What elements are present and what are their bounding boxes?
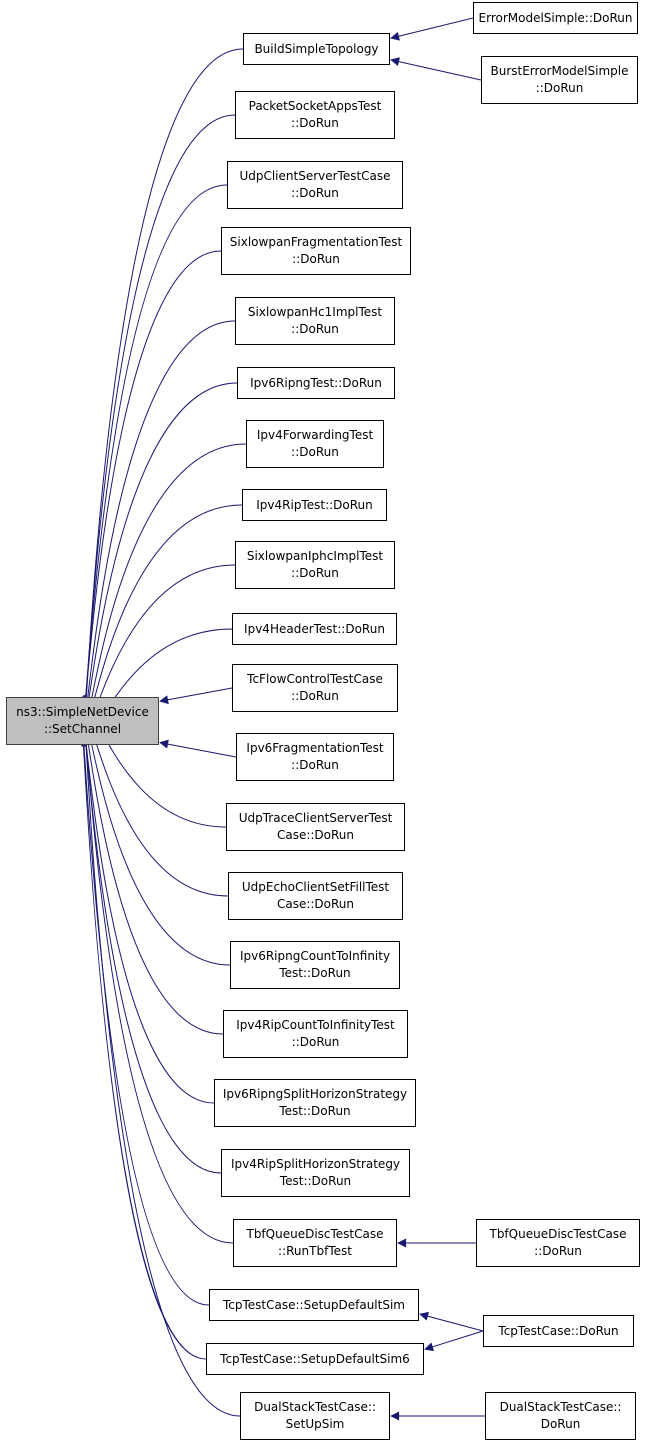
node-v6rip[interactable]: Ipv6RipngTest::DoRun bbox=[237, 367, 395, 399]
node-label: BuildSimpleTopology bbox=[254, 41, 379, 56]
edge-v6sh-to-focus bbox=[78, 726, 215, 1104]
node-label: TcFlowControlTestCase bbox=[247, 672, 383, 686]
edge-ems-to-bst bbox=[390, 17, 474, 41]
node-label: Ipv4RipSplitHorizonStrategy bbox=[230, 1157, 401, 1171]
node-label: TcpTestCase::SetupDefaultSim bbox=[222, 1297, 405, 1312]
node-label: ::DoRun bbox=[291, 445, 339, 459]
node-label: ::DoRun bbox=[534, 1244, 582, 1258]
node-label: SixlowpanIphcImplTest bbox=[246, 549, 384, 563]
node-label: ::SetChannel bbox=[43, 722, 122, 736]
edge-tcpdo-to-tcpsds6 bbox=[424, 1330, 484, 1352]
node-label: UdpClientServerTestCase bbox=[239, 169, 391, 183]
node-label: PacketSocketAppsTest bbox=[248, 99, 382, 113]
node-label: SixlowpanHc1ImplTest bbox=[247, 305, 383, 319]
edge-tcfc-to-focus bbox=[159, 687, 233, 705]
node-label: ns3::SimpleNetDevice bbox=[16, 705, 149, 719]
node-tcpsds6[interactable]: TcpTestCase::SetupDefaultSim6 bbox=[206, 1343, 424, 1375]
node-label: BurstErrorModelSimple bbox=[490, 64, 629, 78]
node-tbfdo[interactable]: TbfQueueDiscTestCase::DoRun bbox=[476, 1219, 640, 1267]
node-siphc[interactable]: SixlowpanIphcImplTest::DoRun bbox=[235, 541, 395, 589]
node-label: Test::DoRun bbox=[279, 966, 351, 980]
node-psat[interactable]: PacketSocketAppsTest::DoRun bbox=[235, 91, 395, 139]
node-label: Ipv4ForwardingTest bbox=[256, 428, 374, 442]
node-label: DoRun bbox=[540, 1417, 581, 1431]
node-v4hdr[interactable]: Ipv4HeaderTest::DoRun bbox=[232, 613, 397, 645]
node-label: Test::DoRun bbox=[279, 1104, 351, 1118]
node-sft[interactable]: SixlowpanFragmentationTest::DoRun bbox=[221, 227, 411, 275]
node-label: ::DoRun bbox=[535, 81, 584, 95]
node-tcfc[interactable]: TcFlowControlTestCase::DoRun bbox=[232, 664, 398, 712]
node-label: ::DoRun bbox=[291, 322, 339, 336]
node-label: Ipv6RipngSplitHorizonStrategy bbox=[222, 1087, 408, 1101]
edge-tcpsds6-to-focus bbox=[77, 732, 207, 1360]
edge-tcpdo-to-tcpsds bbox=[419, 1311, 484, 1332]
node-label: ::DoRun bbox=[291, 689, 339, 703]
node-label: DualStackTestCase:: bbox=[499, 1400, 622, 1414]
node-ucst[interactable]: UdpClientServerTestCase::DoRun bbox=[227, 161, 403, 209]
node-label: TcpTestCase::SetupDefaultSim6 bbox=[220, 1351, 410, 1366]
node-tbfrun[interactable]: TbfQueueDiscTestCase::RunTbfTest bbox=[233, 1219, 397, 1267]
edge-psat-to-focus bbox=[79, 114, 236, 710]
node-label: Ipv4RipCountToInfinityTest bbox=[236, 1018, 395, 1032]
node-label: SetUpSim bbox=[285, 1417, 345, 1431]
edge-v6frag-to-focus bbox=[159, 739, 237, 758]
node-label: ::DoRun bbox=[291, 116, 339, 130]
node-bst[interactable]: BuildSimpleTopology bbox=[243, 33, 390, 65]
node-v4fwd[interactable]: Ipv4ForwardingTest::DoRun bbox=[246, 420, 384, 468]
edge-bst-to-focus bbox=[80, 48, 244, 709]
node-label: Ipv4HeaderTest::DoRun bbox=[244, 621, 385, 636]
node-v4cti[interactable]: Ipv4RipCountToInfinityTest::DoRun bbox=[223, 1010, 408, 1058]
edge-bems-to-bst bbox=[390, 57, 482, 81]
node-dsss[interactable]: DualStackTestCase::SetUpSim bbox=[240, 1392, 390, 1440]
node-label: Case::DoRun bbox=[276, 828, 355, 842]
edge-dsss-to-focus bbox=[80, 733, 241, 1417]
node-label: UdpEchoClientSetFillTest bbox=[241, 880, 390, 894]
node-label: ::DoRun bbox=[291, 758, 339, 772]
node-label: UdpTraceClientServerTest bbox=[238, 811, 393, 825]
node-label: ::DoRun bbox=[292, 252, 340, 266]
node-v6frag[interactable]: Ipv6FragmentationTest::DoRun bbox=[236, 733, 394, 781]
node-ems[interactable]: ErrorModelSimple::DoRun bbox=[473, 2, 638, 34]
node-label: Ipv6FragmentationTest bbox=[246, 741, 384, 755]
node-label: Ipv4RipTest::DoRun bbox=[256, 497, 373, 512]
node-label: DualStackTestCase:: bbox=[254, 1400, 376, 1414]
node-v4rip[interactable]: Ipv4RipTest::DoRun bbox=[242, 489, 387, 521]
node-tcpdo[interactable]: TcpTestCase::DoRun bbox=[483, 1315, 634, 1347]
node-label: Ipv6RipngCountToInfinity bbox=[239, 949, 391, 963]
node-label: TbfQueueDiscTestCase bbox=[489, 1227, 627, 1241]
node-label: ::DoRun bbox=[291, 566, 339, 580]
node-label: TcpTestCase::DoRun bbox=[498, 1323, 619, 1338]
node-label: ::DoRun bbox=[291, 1035, 340, 1049]
node-dsdo[interactable]: DualStackTestCase::DoRun bbox=[485, 1392, 636, 1440]
edge-v6rip-to-focus bbox=[80, 382, 238, 718]
node-label: ::RunTbfTest bbox=[278, 1244, 352, 1258]
node-bems[interactable]: BurstErrorModelSimple::DoRun bbox=[481, 56, 638, 104]
node-focus[interactable]: ns3::SimpleNetDevice::SetChannel bbox=[6, 697, 159, 745]
node-label: TbfQueueDiscTestCase bbox=[246, 1227, 384, 1241]
node-label: Ipv6RipngTest::DoRun bbox=[250, 375, 382, 390]
node-label: ::DoRun bbox=[291, 186, 339, 200]
node-tcpsds[interactable]: TcpTestCase::SetupDefaultSim bbox=[209, 1289, 419, 1321]
node-shc[interactable]: SixlowpanHc1ImplTest::DoRun bbox=[235, 297, 395, 345]
node-label: Test::DoRun bbox=[279, 1174, 352, 1188]
node-label: SixlowpanFragmentationTest bbox=[229, 235, 403, 249]
node-label: Case::DoRun bbox=[276, 897, 355, 911]
node-label: ErrorModelSimple::DoRun bbox=[478, 10, 633, 25]
